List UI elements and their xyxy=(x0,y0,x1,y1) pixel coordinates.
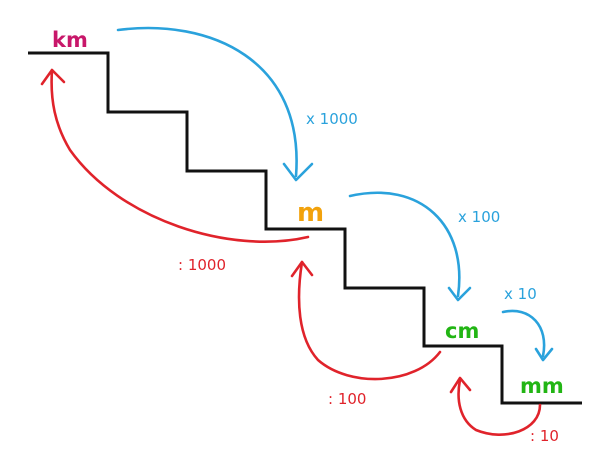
factor-label-div100: : 100 xyxy=(328,390,366,408)
arrow-km-to-m xyxy=(116,26,314,182)
unit-label-cm: cm xyxy=(445,319,479,343)
unit-label-km: km xyxy=(52,28,88,52)
factor-label-div10: : 10 xyxy=(530,427,559,445)
arrow-m-to-cm xyxy=(348,191,472,302)
arrow-cm-to-m xyxy=(290,260,442,381)
arrow-mm-to-cm xyxy=(449,376,542,436)
arrow-cm-to-mm xyxy=(501,309,554,362)
factor-label-x1000: x 1000 xyxy=(306,110,358,128)
factor-label-div1000: : 1000 xyxy=(178,256,226,274)
factor-label-x10: x 10 xyxy=(504,285,537,303)
arrow-m-to-km xyxy=(40,68,310,243)
unit-label-m: m xyxy=(297,198,324,228)
staircase-line xyxy=(28,51,582,405)
unit-label-mm: mm xyxy=(520,374,564,398)
factor-label-x100: x 100 xyxy=(458,208,500,226)
